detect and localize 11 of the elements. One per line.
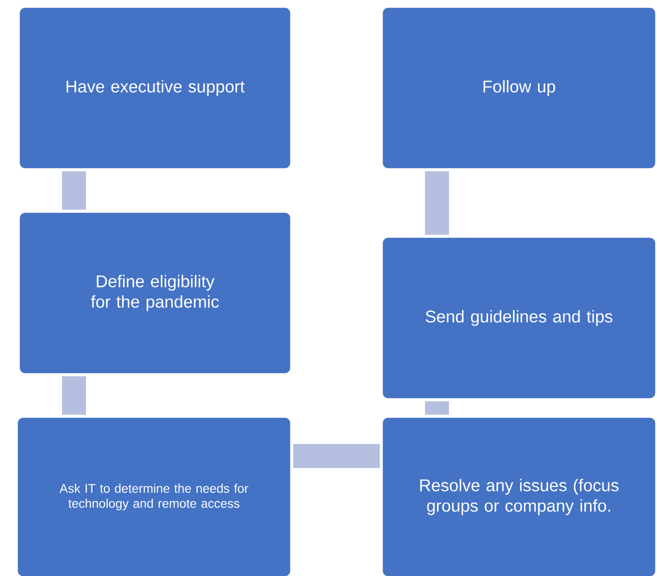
connector-bar bbox=[62, 376, 86, 415]
connector-bar bbox=[293, 444, 380, 468]
process-box: Follow up bbox=[382, 8, 656, 168]
connector-bar bbox=[425, 401, 449, 415]
connector-bar bbox=[62, 171, 86, 210]
process-box: Resolve any issues (focus groups or company info. bbox=[382, 418, 656, 576]
connector-bar bbox=[425, 171, 449, 235]
process-box: Send guidelines and tips bbox=[382, 238, 656, 398]
process-box: Have executive support bbox=[20, 8, 290, 168]
process-box: Define eligibility for the pandemic bbox=[20, 212, 290, 374]
process-box: Ask IT to determine the needs for technology and remote access bbox=[18, 418, 290, 576]
